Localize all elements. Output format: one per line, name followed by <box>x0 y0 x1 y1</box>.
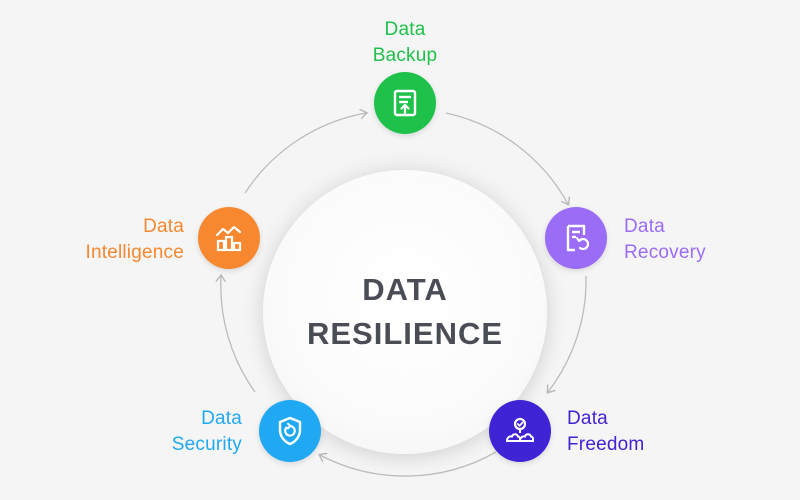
arrow-recovery-to-freedom <box>548 275 587 392</box>
backup-node <box>374 72 436 134</box>
intelligence-label-line1: Data <box>143 216 184 237</box>
document-upload-icon <box>393 89 417 117</box>
arrow-intelligence-to-backup <box>244 113 366 194</box>
intelligence-node <box>198 207 260 269</box>
recovery-node <box>545 207 607 269</box>
intelligence-label-line2: Intelligence <box>85 242 184 263</box>
analytics-chart-icon <box>215 225 242 252</box>
backup-label: Data Backup <box>355 17 455 69</box>
center-title-line1: DATA <box>362 272 448 307</box>
freedom-label-line1: Data <box>567 408 608 429</box>
recovery-label-line2: Recovery <box>624 242 706 263</box>
document-restore-icon <box>566 224 590 252</box>
recovery-label: Data Recovery <box>624 214 734 266</box>
freedom-label: Data Freedom <box>567 406 677 458</box>
security-label-line2: Security <box>171 434 242 455</box>
arrow-backup-to-recovery <box>445 112 568 204</box>
cloud-network-icon <box>505 417 534 442</box>
backup-label-line2: Backup <box>372 45 438 66</box>
arrow-freedom-to-security <box>320 451 497 477</box>
center-title-line2: RESILIENCE <box>306 316 504 351</box>
security-node <box>259 400 321 462</box>
backup-label-line1: Data <box>384 19 426 40</box>
intelligence-label: Data Intelligence <box>52 214 184 266</box>
freedom-node <box>489 400 551 462</box>
security-label: Data Security <box>140 406 242 458</box>
recovery-label-line1: Data <box>624 216 665 237</box>
freedom-label-line2: Freedom <box>567 434 645 455</box>
security-label-line1: Data <box>201 408 242 429</box>
arrow-security-to-intelligence <box>221 276 256 393</box>
shield-refresh-icon <box>278 416 302 446</box>
